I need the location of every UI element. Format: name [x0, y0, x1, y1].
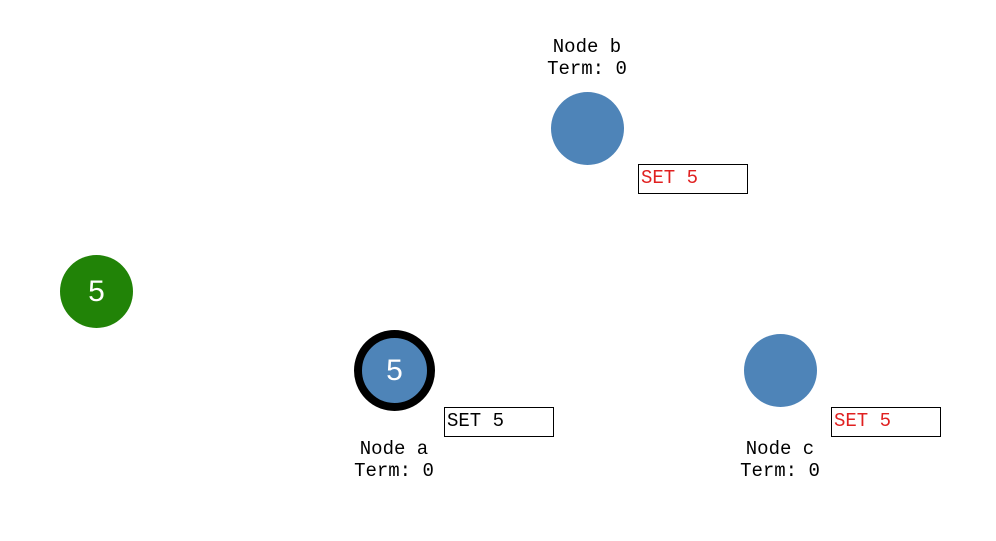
node-c-log-entry: SET 5 [831, 407, 941, 437]
node-b-log-entry: SET 5 [638, 164, 748, 194]
node-a-circle[interactable]: 5 [354, 330, 435, 411]
node-a-value: 5 [386, 353, 403, 387]
node-b-name: Node b [552, 36, 622, 58]
node-c-circle[interactable] [744, 334, 817, 407]
node-a-log-entry: SET 5 [444, 407, 554, 437]
node-b-label: Node b Term: 0 [517, 36, 657, 80]
node-a-name: Node a [359, 438, 429, 460]
client-circle[interactable]: 5 [60, 255, 133, 328]
node-b-term: Term: 0 [547, 58, 627, 80]
node-a-term: Term: 0 [354, 460, 434, 482]
node-c-term: Term: 0 [740, 460, 820, 482]
node-c-name: Node c [745, 438, 815, 460]
node-a-label: Node a Term: 0 [324, 438, 464, 482]
node-c-label: Node c Term: 0 [710, 438, 850, 482]
node-b-circle[interactable] [551, 92, 624, 165]
client-value: 5 [88, 274, 105, 308]
